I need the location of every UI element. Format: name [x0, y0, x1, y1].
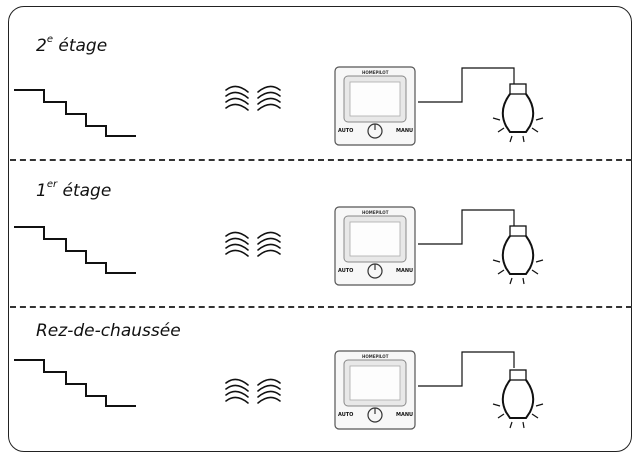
floor-title: Rez-de-chaussée — [36, 321, 181, 341]
stairs-icon — [14, 359, 136, 407]
motion-detector-device: HOMEPILOT AUTO MANU — [334, 66, 416, 146]
brand-label: HOMEPILOT — [362, 70, 389, 75]
wire — [418, 67, 515, 103]
light-bulb-icon — [492, 369, 544, 429]
brand-label: HOMEPILOT — [362, 210, 389, 215]
floor-title: 1er étage — [36, 179, 112, 201]
wire — [418, 351, 515, 387]
wireless-waves-icon — [225, 85, 281, 111]
wireless-waves-icon — [225, 378, 281, 404]
auto-label: AUTO — [338, 412, 354, 418]
light-bulb-icon — [492, 225, 544, 285]
light-bulb-icon — [492, 83, 544, 143]
diagram-frame — [8, 6, 632, 452]
wireless-waves-icon — [225, 231, 281, 257]
stairs-icon — [14, 226, 136, 274]
brand-label: HOMEPILOT — [362, 354, 389, 359]
floor-divider — [10, 306, 632, 308]
manu-label: MANU — [396, 412, 414, 418]
floor-divider — [10, 159, 632, 161]
wire — [418, 209, 515, 245]
auto-label: AUTO — [338, 128, 354, 134]
floor-section-1st: 1er étage HOMEPILOT AUTO MANU — [14, 179, 544, 286]
manu-label: MANU — [396, 268, 414, 274]
floor-title: 2e étage — [36, 34, 108, 56]
manu-label: MANU — [396, 128, 414, 134]
auto-label: AUTO — [338, 268, 354, 274]
stairs-icon — [14, 89, 136, 137]
motion-detector-device: HOMEPILOT AUTO MANU — [334, 350, 416, 430]
floor-section-2nd: 2e étage HOMEPILOT AUTO MANU — [0, 0, 642, 160]
motion-detector-device: HOMEPILOT AUTO MANU — [334, 206, 416, 286]
